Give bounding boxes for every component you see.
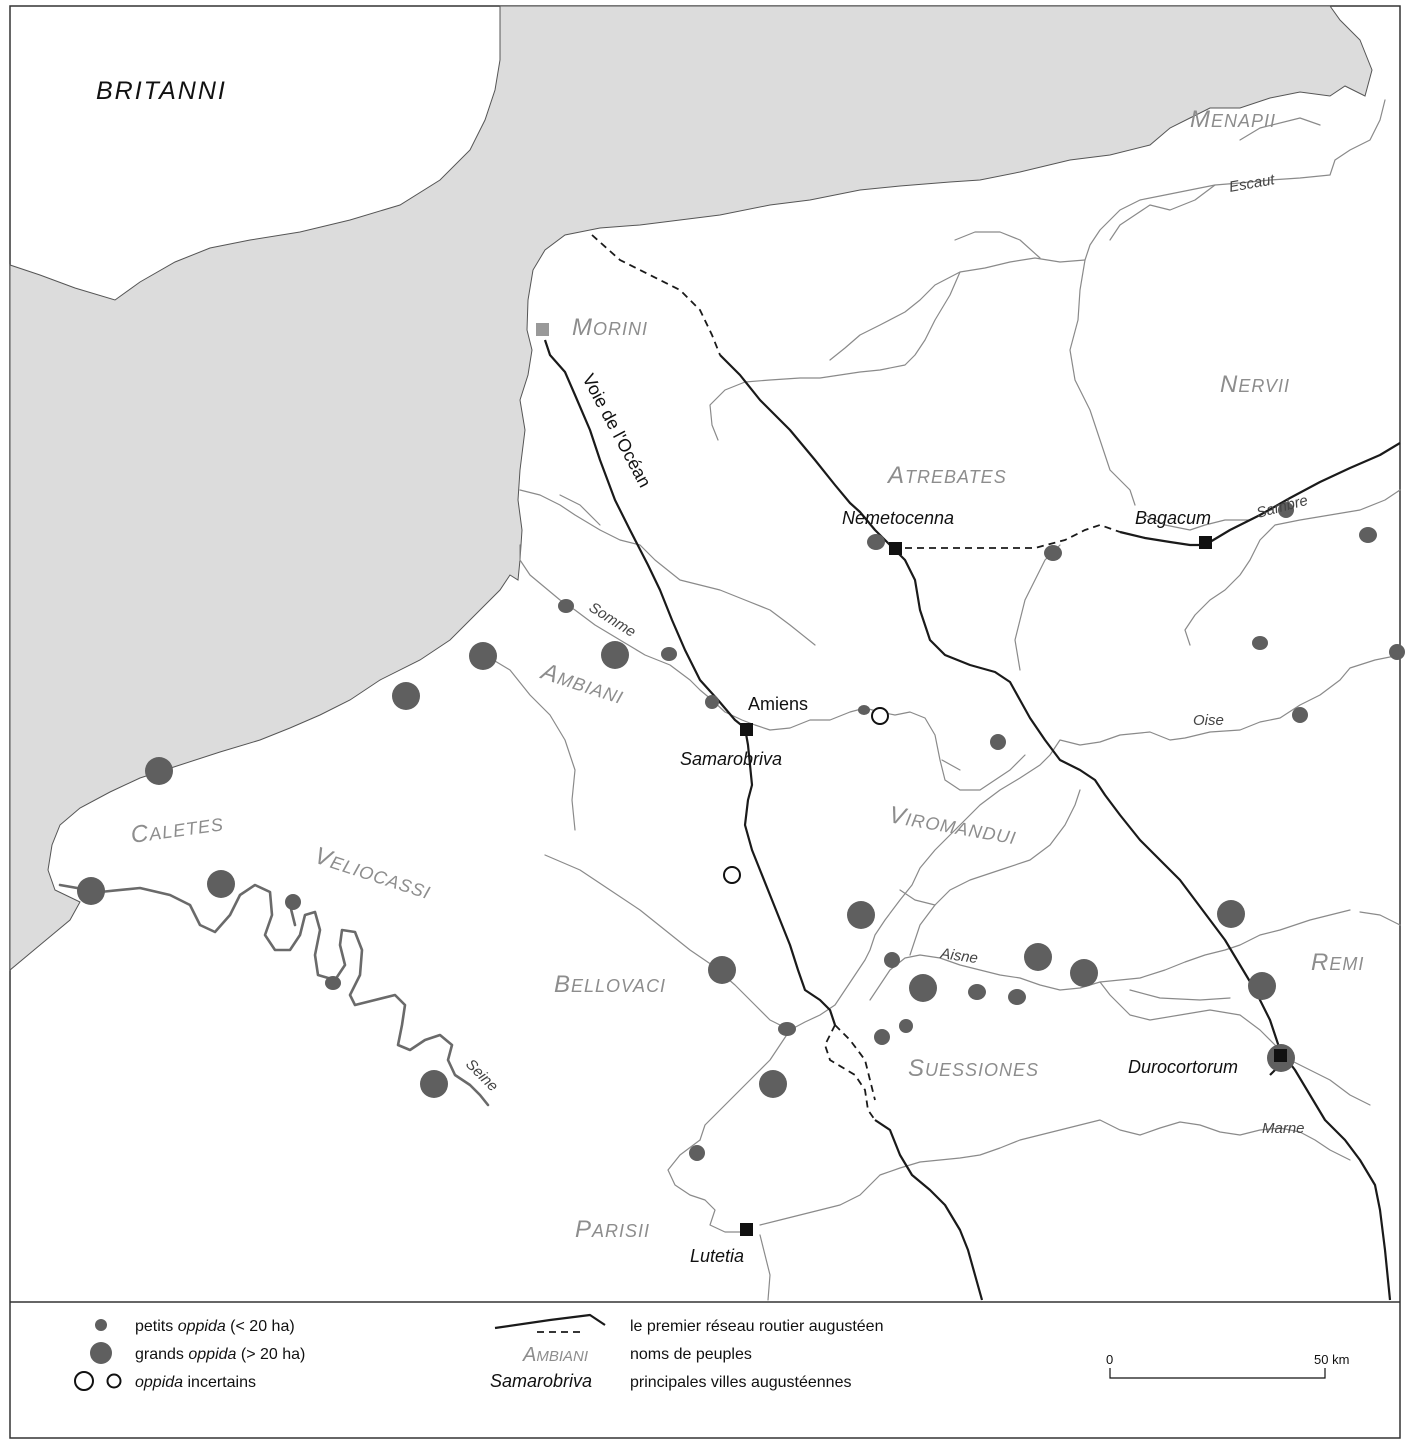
nemetocenna-marker <box>889 542 902 555</box>
small-oppidum <box>778 1022 796 1036</box>
large-oppidum <box>77 877 105 905</box>
label-durocortorum: Durocortorum <box>1128 1057 1238 1077</box>
large-oppidum <box>1248 972 1276 1000</box>
large-oppidum <box>847 901 875 929</box>
label-aisne: Aisne <box>938 945 979 967</box>
small-oppidum <box>884 952 900 968</box>
label-amiens: Amiens <box>748 694 808 714</box>
small-oppida <box>285 502 1405 1161</box>
small-oppidum <box>285 894 301 910</box>
legend-road-solid <box>494 1313 606 1330</box>
large-oppidum <box>469 642 497 670</box>
seine-river <box>58 883 490 1107</box>
small-oppidum <box>558 599 574 613</box>
scale-bar <box>1109 1368 1326 1379</box>
small-oppidum <box>325 976 341 990</box>
legend-uncertain-oppida: oppida incertains <box>135 1374 256 1391</box>
legend-small-oppidum-icon <box>95 1319 107 1331</box>
large-oppidum <box>1217 900 1245 928</box>
uncertain-oppidum <box>871 707 889 725</box>
small-oppidum <box>990 734 1006 750</box>
small-oppidum <box>1278 502 1294 518</box>
small-oppidum <box>874 1029 890 1045</box>
label-nemetocenna: Nemetocenna <box>842 508 954 528</box>
small-oppidum <box>858 705 870 715</box>
small-oppidum <box>661 647 677 661</box>
label-lutetia: Lutetia <box>690 1246 744 1266</box>
label-parisii: PARISII <box>575 1216 650 1243</box>
small-oppidum <box>1044 545 1062 561</box>
small-oppidum <box>968 984 986 1000</box>
label-nervii: NERVII <box>1220 371 1290 398</box>
large-oppidum <box>1024 943 1052 971</box>
river-network <box>484 99 1401 1301</box>
legend-town-example: Samarobriva <box>490 1371 592 1391</box>
legend-people-example: AMBIANI <box>522 1344 588 1366</box>
large-oppidum <box>601 641 629 669</box>
label-britanni: BRITANNI <box>96 77 227 105</box>
large-oppidum <box>909 974 937 1002</box>
large-oppidum <box>392 682 420 710</box>
large-oppida <box>77 641 1295 1098</box>
legend-small-oppida: petits oppida (< 20 ha) <box>135 1318 295 1335</box>
legend: petits oppida (< 20 ha) grands oppida (>… <box>74 1313 1349 1391</box>
small-oppidum <box>689 1145 705 1161</box>
legend-large-oppidum-icon <box>90 1342 112 1364</box>
legend-large-oppida: grands oppida (> 20 ha) <box>135 1346 305 1363</box>
legend-uncertain-icon-large <box>74 1371 94 1391</box>
road-network <box>543 234 1401 1301</box>
legend-road-text: le premier réseau routier augustéen <box>630 1318 883 1335</box>
small-oppidum <box>1389 644 1405 660</box>
large-oppidum <box>759 1070 787 1098</box>
large-oppidum <box>1070 959 1098 987</box>
coastal-town-marker <box>536 323 549 336</box>
large-oppidum <box>420 1070 448 1098</box>
lutetia-marker <box>740 1223 753 1236</box>
scale-start: 0 <box>1106 1352 1113 1367</box>
small-oppidum <box>899 1019 913 1033</box>
legend-uncertain-icon-small <box>106 1373 122 1389</box>
small-oppidum <box>1252 636 1268 650</box>
label-morini: MORINI <box>572 314 648 341</box>
label-menapii: MENAPII <box>1190 106 1276 133</box>
label-bellovaci: BELLOVACI <box>554 971 666 998</box>
label-bagacum: Bagacum <box>1135 508 1211 528</box>
large-oppidum <box>145 757 173 785</box>
bagacum-marker <box>1199 536 1212 549</box>
small-oppidum <box>867 534 885 550</box>
legend-town-text: principales villes augustéennes <box>630 1374 851 1391</box>
small-oppidum <box>705 695 719 709</box>
label-remi: REMI <box>1311 949 1364 976</box>
scale-end: 50 km <box>1314 1352 1349 1367</box>
large-oppidum <box>708 956 736 984</box>
label-samarobriva: Samarobriva <box>680 749 782 769</box>
legend-people-text: noms de peuples <box>630 1346 752 1363</box>
label-atrebates: ATREBATES <box>886 462 1007 489</box>
label-suessiones: SUESSIONES <box>908 1055 1039 1082</box>
sea-channel <box>9 5 1373 972</box>
small-oppidum <box>1008 989 1026 1005</box>
durocortorum-marker <box>1274 1049 1287 1062</box>
label-marne: Marne <box>1262 1120 1305 1137</box>
small-oppidum <box>1359 527 1377 543</box>
label-oise: Oise <box>1193 712 1224 729</box>
small-oppidum <box>1292 707 1308 723</box>
samarobriva-marker <box>740 723 753 736</box>
uncertain-oppidum <box>723 866 741 884</box>
large-oppidum <box>207 870 235 898</box>
